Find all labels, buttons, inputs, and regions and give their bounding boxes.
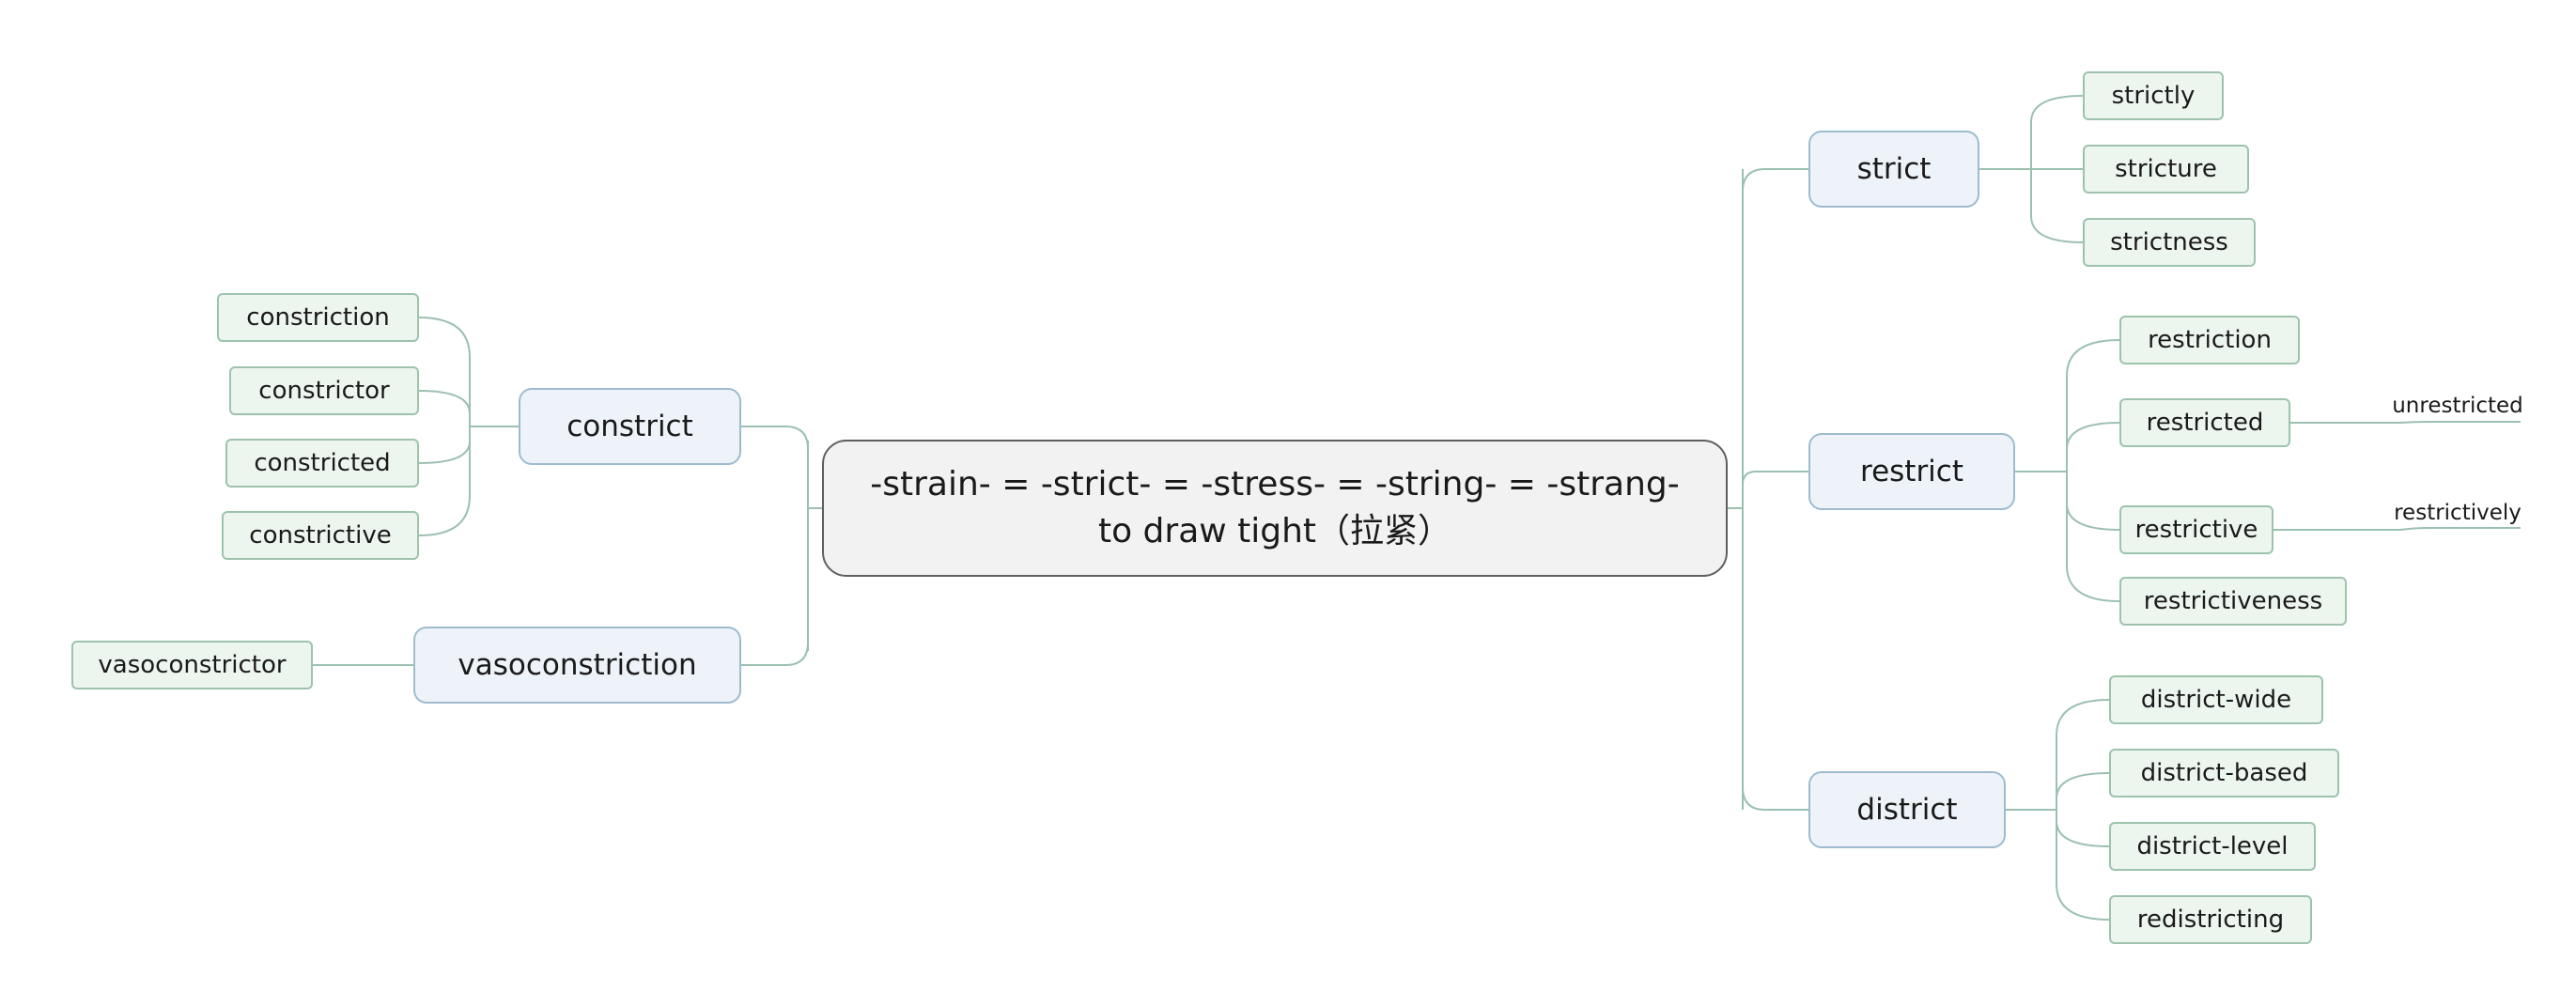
central-topic-line1: -strain- = -strict- = -stress- = -string… [870, 465, 1680, 504]
subtopic-restrictiveness[interactable]: restrictiveness [2119, 577, 2347, 626]
leaf-restrictively[interactable]: restrictively [2394, 501, 2522, 525]
link-district-based [2056, 772, 2110, 799]
subtopic-restricted[interactable]: restricted [2119, 398, 2290, 447]
topic-district[interactable]: district [1808, 771, 2006, 848]
link-central-strict [1742, 168, 1808, 193]
subtopic-constrictive[interactable]: constrictive [222, 511, 419, 560]
link-constrict-constrictor [418, 390, 471, 414]
subtopic-vasoconstrictor[interactable]: vasoconstrictor [71, 641, 313, 689]
link-restricted-unrestricted [2290, 421, 2521, 424]
link-central-vasoconstriction [741, 642, 809, 666]
subtopic-district-wide[interactable]: district-wide [2109, 675, 2323, 724]
topic-restrict[interactable]: restrict [1808, 433, 2015, 510]
subtopic-constriction[interactable]: constriction [217, 293, 419, 342]
subtopic-district-level[interactable]: district-level [2109, 822, 2316, 871]
link-restrictive-restrictively [2273, 527, 2521, 531]
link-restrict-children [2066, 339, 2120, 602]
link-central-restrict [1742, 471, 1808, 486]
link-district-level [2056, 820, 2110, 847]
topic-vasoconstriction[interactable]: vasoconstriction [413, 627, 741, 704]
leaf-unrestricted[interactable]: unrestricted [2392, 394, 2523, 418]
link-central-constrict [741, 426, 809, 450]
topic-constrict[interactable]: constrict [519, 388, 741, 465]
subtopic-district-based[interactable]: district-based [2109, 749, 2339, 798]
subtopic-redistricting[interactable]: redistricting [2109, 895, 2312, 944]
central-topic-line2: to draw tight（拉紧） [1097, 512, 1452, 550]
link-central-district [1742, 786, 1808, 811]
central-topic[interactable]: -strain- = -strict- = -stress- = -string… [822, 440, 1728, 577]
link-district-children [2056, 699, 2110, 921]
subtopic-constricted[interactable]: constricted [225, 439, 419, 488]
link-constrict-children [418, 317, 471, 536]
subtopic-strictness[interactable]: strictness [2083, 218, 2256, 267]
subtopic-restrictive[interactable]: restrictive [2119, 505, 2273, 554]
subtopic-strictly[interactable]: strictly [2083, 71, 2224, 120]
subtopic-restriction[interactable]: restriction [2119, 316, 2300, 364]
link-restrict-restrictive [2066, 503, 2120, 531]
link-central-left-trunk [807, 441, 822, 651]
topic-strict[interactable]: strict [1808, 131, 1979, 208]
link-constrict-constricted [418, 441, 471, 464]
subtopic-stricture[interactable]: stricture [2083, 145, 2249, 194]
subtopic-constrictor[interactable]: constrictor [229, 366, 419, 415]
link-restrict-restricted [2066, 422, 2120, 450]
